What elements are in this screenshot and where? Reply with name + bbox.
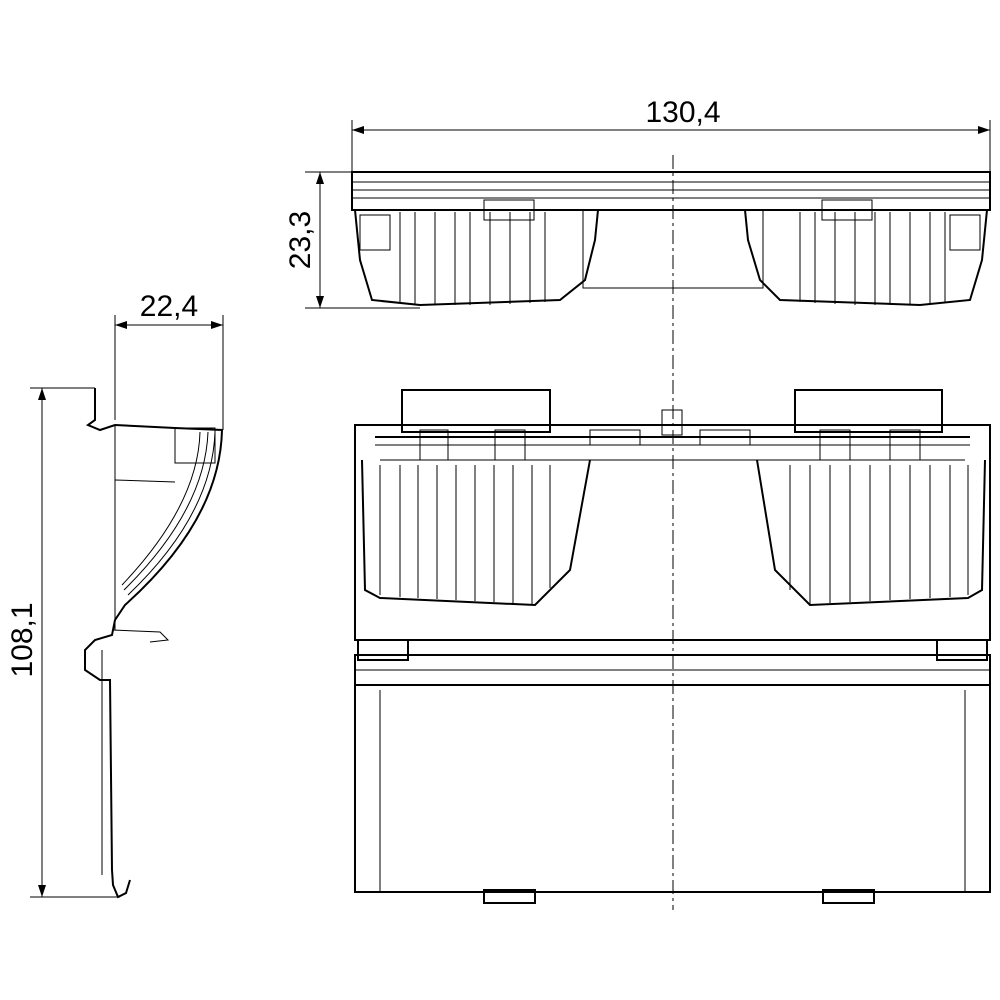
- side-view: 22,4 108,1: [6, 290, 224, 899]
- dimension-depth-label: 22,4: [140, 290, 198, 323]
- dimension-width-label: 130,4: [645, 96, 720, 129]
- top-view: 130,4 23,3: [284, 96, 991, 309]
- dimension-height-side-label: 108,1: [6, 602, 39, 677]
- dimension-height-top-label: 23,3: [284, 211, 317, 269]
- front-view: [354, 389, 991, 904]
